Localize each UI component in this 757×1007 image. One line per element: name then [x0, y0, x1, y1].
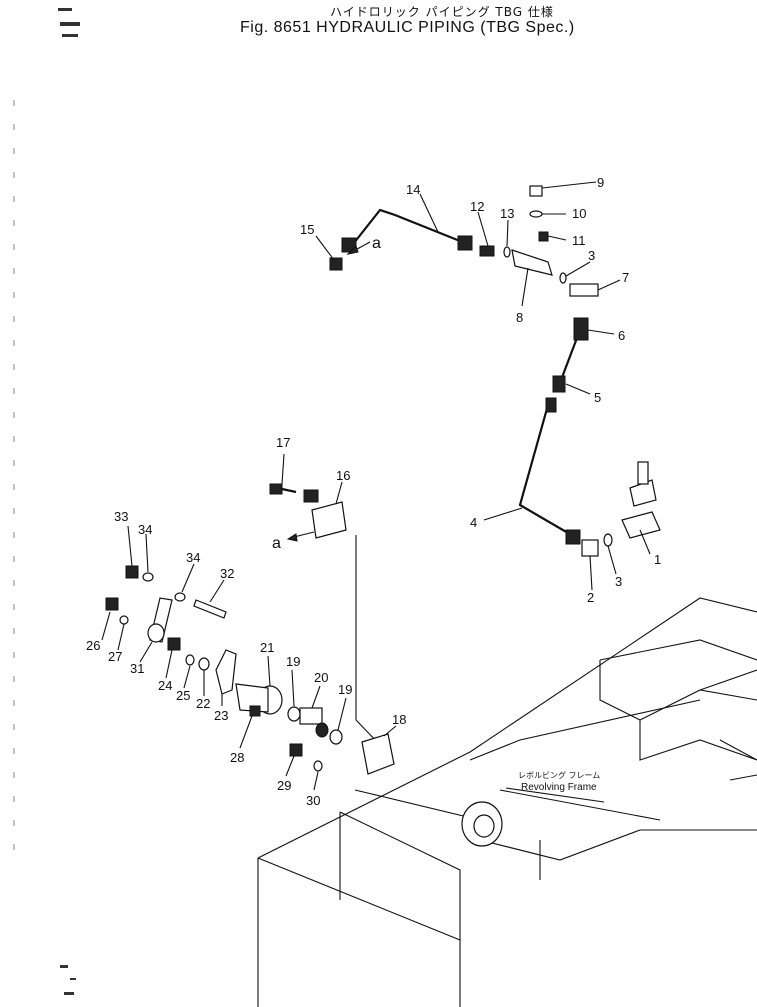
- callout-16: 16: [336, 468, 350, 483]
- callout-14: 14: [406, 182, 420, 197]
- callout-13: 13: [500, 206, 514, 221]
- parts: [105, 185, 661, 775]
- revolving-frame: [257, 597, 757, 1007]
- callout-3: 3: [588, 248, 595, 263]
- callout-9: 9: [597, 175, 604, 190]
- scan-marks: [13, 8, 80, 995]
- callout-19b: 19: [338, 682, 352, 697]
- callout-21: 21: [260, 640, 274, 655]
- callout-7: 7: [622, 270, 629, 285]
- callout-3b: 3: [615, 574, 622, 589]
- view-marker-a-top: a: [372, 235, 381, 252]
- callout-4: 4: [470, 515, 477, 530]
- callout-34b: 34: [186, 550, 200, 565]
- callout-34: 34: [138, 522, 152, 537]
- view-marker-a-bottom: a: [272, 535, 281, 552]
- callout-19: 19: [286, 654, 300, 669]
- leader-lines: [101, 181, 651, 803]
- callout-6: 6: [618, 328, 625, 343]
- callout-33: 33: [114, 509, 128, 524]
- callout-18: 18: [392, 712, 406, 727]
- callout-32: 32: [220, 566, 234, 581]
- frame-label-japanese: レボルビング フレーム: [518, 770, 600, 780]
- callout-1: 1: [654, 552, 661, 567]
- callout-5: 5: [594, 390, 601, 405]
- frame-label-english: Revolving Frame: [521, 782, 597, 793]
- callout-28: 28: [230, 750, 244, 765]
- callout-10: 10: [572, 206, 586, 221]
- callout-11: 11: [572, 233, 586, 248]
- callout-23: 23: [214, 708, 228, 723]
- callout-17: 17: [276, 435, 290, 450]
- callout-2: 2: [587, 590, 594, 605]
- callout-22: 22: [196, 696, 210, 711]
- callout-25: 25: [176, 688, 190, 703]
- callout-26: 26: [86, 638, 100, 653]
- callout-labels: 1 2 3 3 4 5 6 7 8 9 10 11 12 13 14 15 16…: [86, 175, 661, 808]
- callout-27: 27: [108, 649, 122, 664]
- callout-12: 12: [470, 199, 484, 214]
- callout-24: 24: [158, 678, 172, 693]
- callout-15: 15: [300, 222, 314, 237]
- callout-20: 20: [314, 670, 328, 685]
- callout-29: 29: [277, 778, 291, 793]
- callout-8: 8: [516, 310, 523, 325]
- japanese-title: ハイドロリック パイピング TBG 仕様: [330, 5, 554, 19]
- figure-title: Fig. 8651 HYDRAULIC PIPING (TBG Spec.): [240, 19, 575, 36]
- callout-31: 31: [130, 661, 144, 676]
- pipes: [349, 208, 582, 746]
- callout-30: 30: [306, 793, 320, 808]
